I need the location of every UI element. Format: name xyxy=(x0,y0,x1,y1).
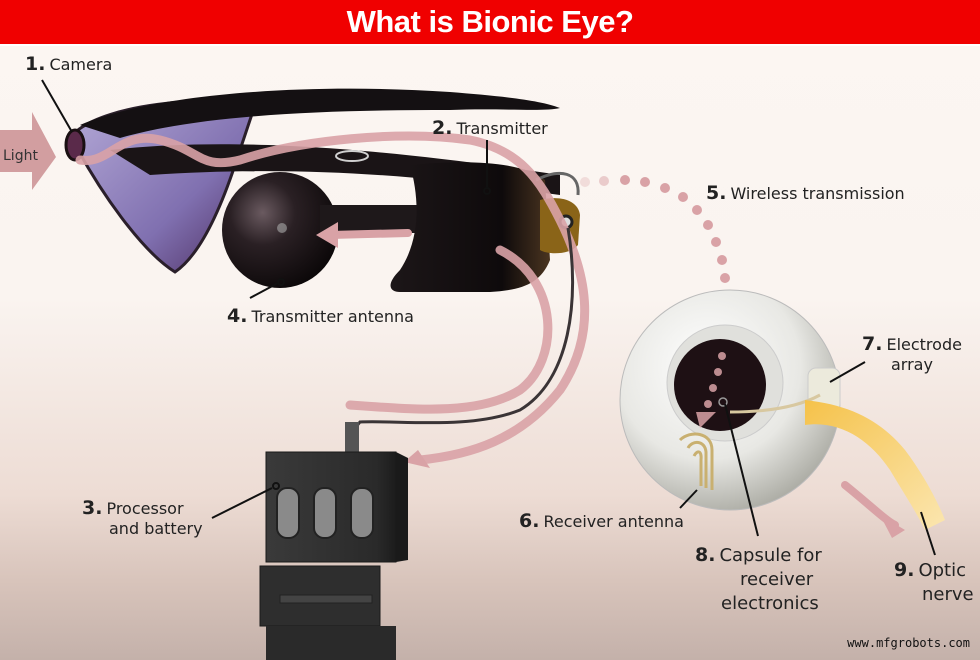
label-transmitter-antenna: 4.Transmitter antenna xyxy=(227,305,414,327)
label-receiver-antenna: 6.Receiver antenna xyxy=(519,510,684,532)
processor-and-battery-device xyxy=(259,422,408,660)
label-transmitter: 2.Transmitter xyxy=(432,117,548,139)
watermark: www.mfgrobots.com xyxy=(847,636,970,650)
eyeball xyxy=(619,289,841,511)
label-optic-nerve: 9.Optic nerve xyxy=(894,559,974,605)
optic-nerve xyxy=(805,400,945,530)
signal-path-processor-to-transmitter xyxy=(345,245,553,414)
glasses-frame xyxy=(80,88,560,138)
arrow-to-antenna xyxy=(316,222,338,248)
light-label: Light xyxy=(3,148,38,164)
label-wireless-transmission: 5.Wireless transmission xyxy=(706,182,905,204)
light-arrow xyxy=(0,112,56,190)
label-camera: 1.Camera xyxy=(25,53,113,75)
label-capsule-receiver-electronics: 8.Capsule for receiver electronics xyxy=(695,544,822,614)
signal-path-camera-to-processor xyxy=(75,131,590,465)
title-banner: What is Bionic Eye? xyxy=(0,0,980,46)
label-electrode-array: 7.Electrode array xyxy=(862,333,962,374)
camera-icon xyxy=(64,128,86,162)
page-title: What is Bionic Eye? xyxy=(346,4,634,39)
label-processor-battery: 3.Processor and battery xyxy=(82,497,203,538)
